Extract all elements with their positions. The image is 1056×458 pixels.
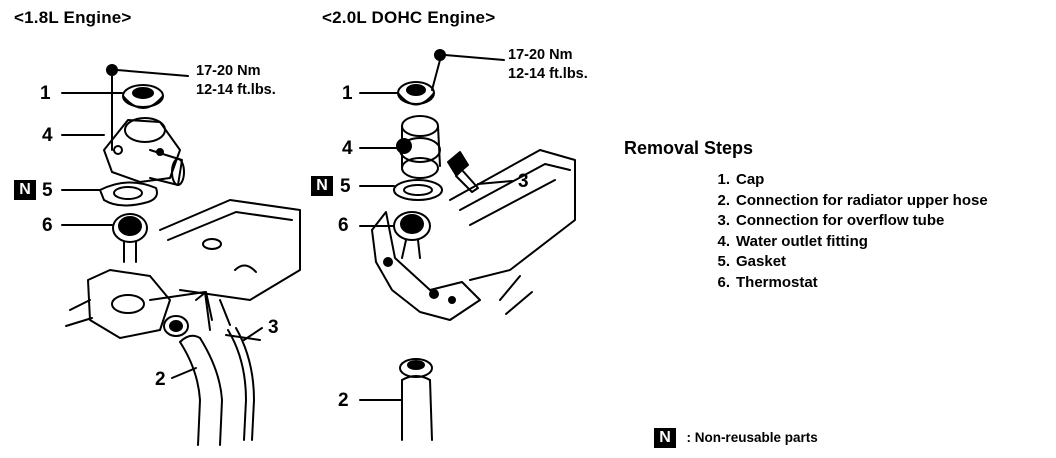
step-label: Connection for overflow tube	[736, 212, 945, 229]
left-gasket	[99, 181, 158, 207]
left-thermostat	[112, 213, 148, 263]
list-item: 4.Water outlet fitting	[717, 232, 868, 250]
left-callout-5: 5	[42, 180, 53, 201]
right-nonreusable-mark: N	[311, 176, 333, 196]
step-label: Cap	[736, 171, 765, 188]
right-callout-5: 5	[340, 176, 351, 197]
step-label: Water outlet fitting	[736, 232, 868, 250]
right-torque-ftlbs: 12-14 ft.lbs.	[508, 66, 588, 82]
left-engine-block	[65, 199, 301, 341]
step-label: Gasket	[736, 253, 787, 270]
left-cap	[122, 84, 164, 109]
right-callout-4: 4	[342, 138, 353, 159]
right-torque-spec: 17-20 Nm 12-14 ft.lbs.	[508, 46, 588, 84]
right-callout-2: 2	[338, 390, 349, 411]
left-water-outlet-fitting	[103, 117, 185, 186]
left-callout-1: 1	[40, 83, 51, 104]
list-item: 6.Thermostat	[717, 273, 818, 291]
right-leader-lines	[359, 92, 403, 401]
right-cap	[397, 81, 435, 106]
left-nonreusable-mark: N	[14, 180, 36, 200]
left-engine-drawing	[61, 64, 301, 446]
legend-n-mark: N	[654, 428, 676, 448]
n-mark: N	[14, 180, 36, 200]
right-engine-block	[371, 149, 576, 321]
list-item: 5.Gasket	[717, 253, 787, 270]
left-torque-ftlbs: 12-14 ft.lbs.	[196, 82, 276, 98]
left-leader-lines	[61, 92, 263, 379]
right-callout-3: 3	[518, 171, 529, 192]
right-engine-drawing	[359, 49, 576, 441]
left-callout-4: 4	[42, 125, 53, 146]
n-mark: N	[311, 176, 333, 196]
right-water-outlet-fitting	[396, 115, 469, 179]
right-callout-1: 1	[342, 83, 353, 104]
right-gasket	[393, 179, 443, 201]
left-radiator-hose	[179, 334, 223, 446]
right-callout-6: 6	[338, 215, 349, 236]
left-callout-3: 3	[268, 317, 279, 338]
step-label: Thermostat	[736, 273, 818, 291]
left-callout-2: 2	[155, 369, 166, 390]
right-thermostat	[393, 211, 431, 259]
list-item: 2.Connection for radiator upper hose	[717, 191, 988, 209]
right-radiator-hose	[399, 358, 433, 441]
left-bolt	[106, 64, 189, 151]
right-engine-heading: <2.0L DOHC Engine>	[322, 8, 496, 27]
step-label: Connection for radiator upper hose	[736, 191, 988, 209]
legend-text: : Non-reusable parts	[686, 430, 818, 445]
right-overflow-connection	[455, 169, 513, 193]
legend: N : Non-reusable parts	[654, 428, 818, 448]
left-overflow-tube	[227, 327, 255, 441]
right-torque-nm: 17-20 Nm	[508, 47, 573, 63]
right-bolt	[431, 49, 505, 91]
left-engine-heading: <1.8L Engine>	[14, 8, 132, 27]
left-torque-nm: 17-20 Nm	[196, 63, 261, 79]
list-item: 3.Connection for overflow tube	[717, 212, 945, 229]
removal-steps-title: Removal Steps	[624, 138, 754, 158]
list-item: 1.Cap	[717, 171, 765, 188]
left-torque-spec: 17-20 Nm 12-14 ft.lbs.	[196, 62, 276, 100]
removal-steps-list: 1.Cap 2.Connection for radiator upper ho…	[704, 170, 988, 293]
left-callout-6: 6	[42, 215, 53, 236]
